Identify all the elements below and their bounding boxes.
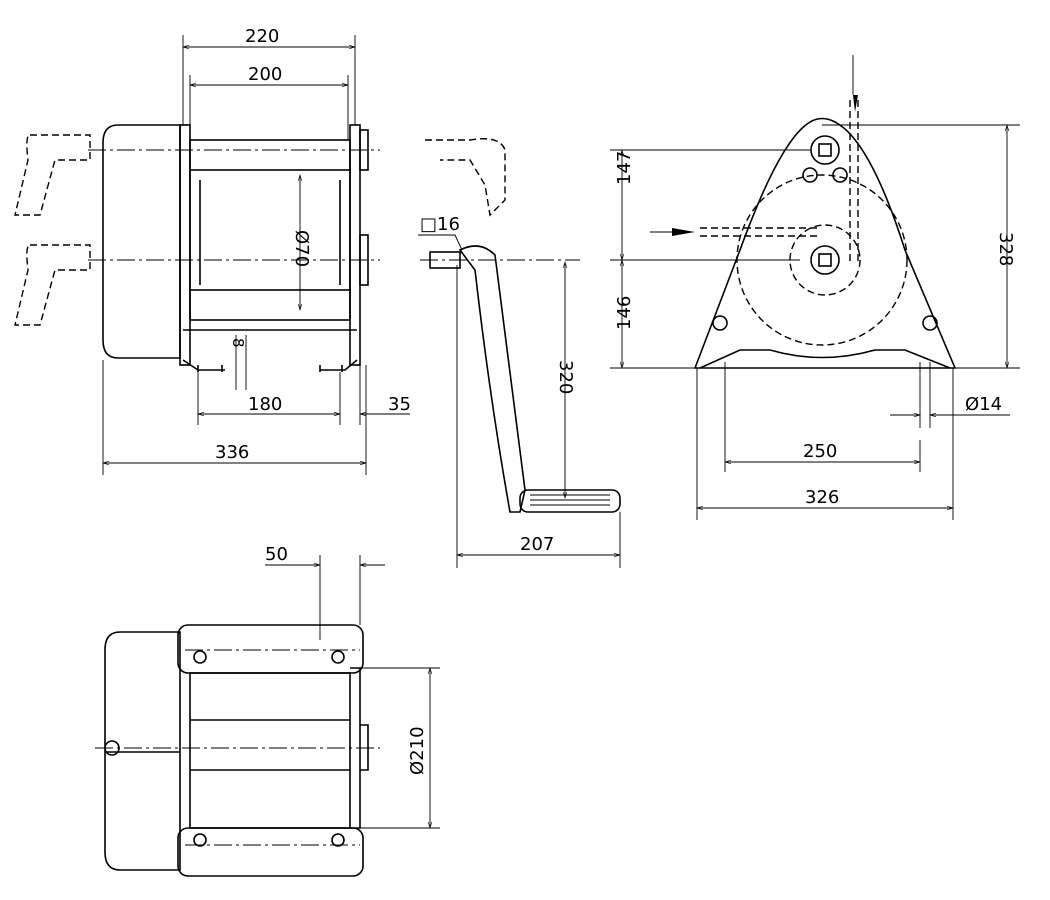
dim-250: 250 <box>803 441 837 462</box>
dim-square-16: □16 <box>420 214 460 235</box>
front-view: 147 146 328 Ø14 250 326 <box>610 55 1020 520</box>
dim-146: 146 <box>614 296 635 330</box>
dim-180: 180 <box>248 394 282 415</box>
dim-336: 336 <box>215 442 249 463</box>
dim-d70: Ø70 <box>291 230 312 267</box>
dim-d210: Ø210 <box>407 726 428 775</box>
crank-view: □16 320 207 <box>418 138 622 568</box>
dim-326: 326 <box>805 487 839 508</box>
dim-50: 50 <box>265 544 288 565</box>
dim-207: 207 <box>520 534 554 555</box>
dim-d14: Ø14 <box>965 394 1002 415</box>
dim-220: 220 <box>245 26 279 47</box>
dim-147: 147 <box>614 151 635 185</box>
bottom-view: 50 Ø210 <box>95 544 440 877</box>
dim-8: 8 <box>229 338 247 348</box>
dim-328: 328 <box>995 232 1016 266</box>
dim-35: 35 <box>388 394 411 415</box>
side-view: 220 200 Ø70 8 180 35 336 <box>14 26 411 475</box>
dim-320: 320 <box>555 360 576 394</box>
dim-200: 200 <box>248 64 282 85</box>
